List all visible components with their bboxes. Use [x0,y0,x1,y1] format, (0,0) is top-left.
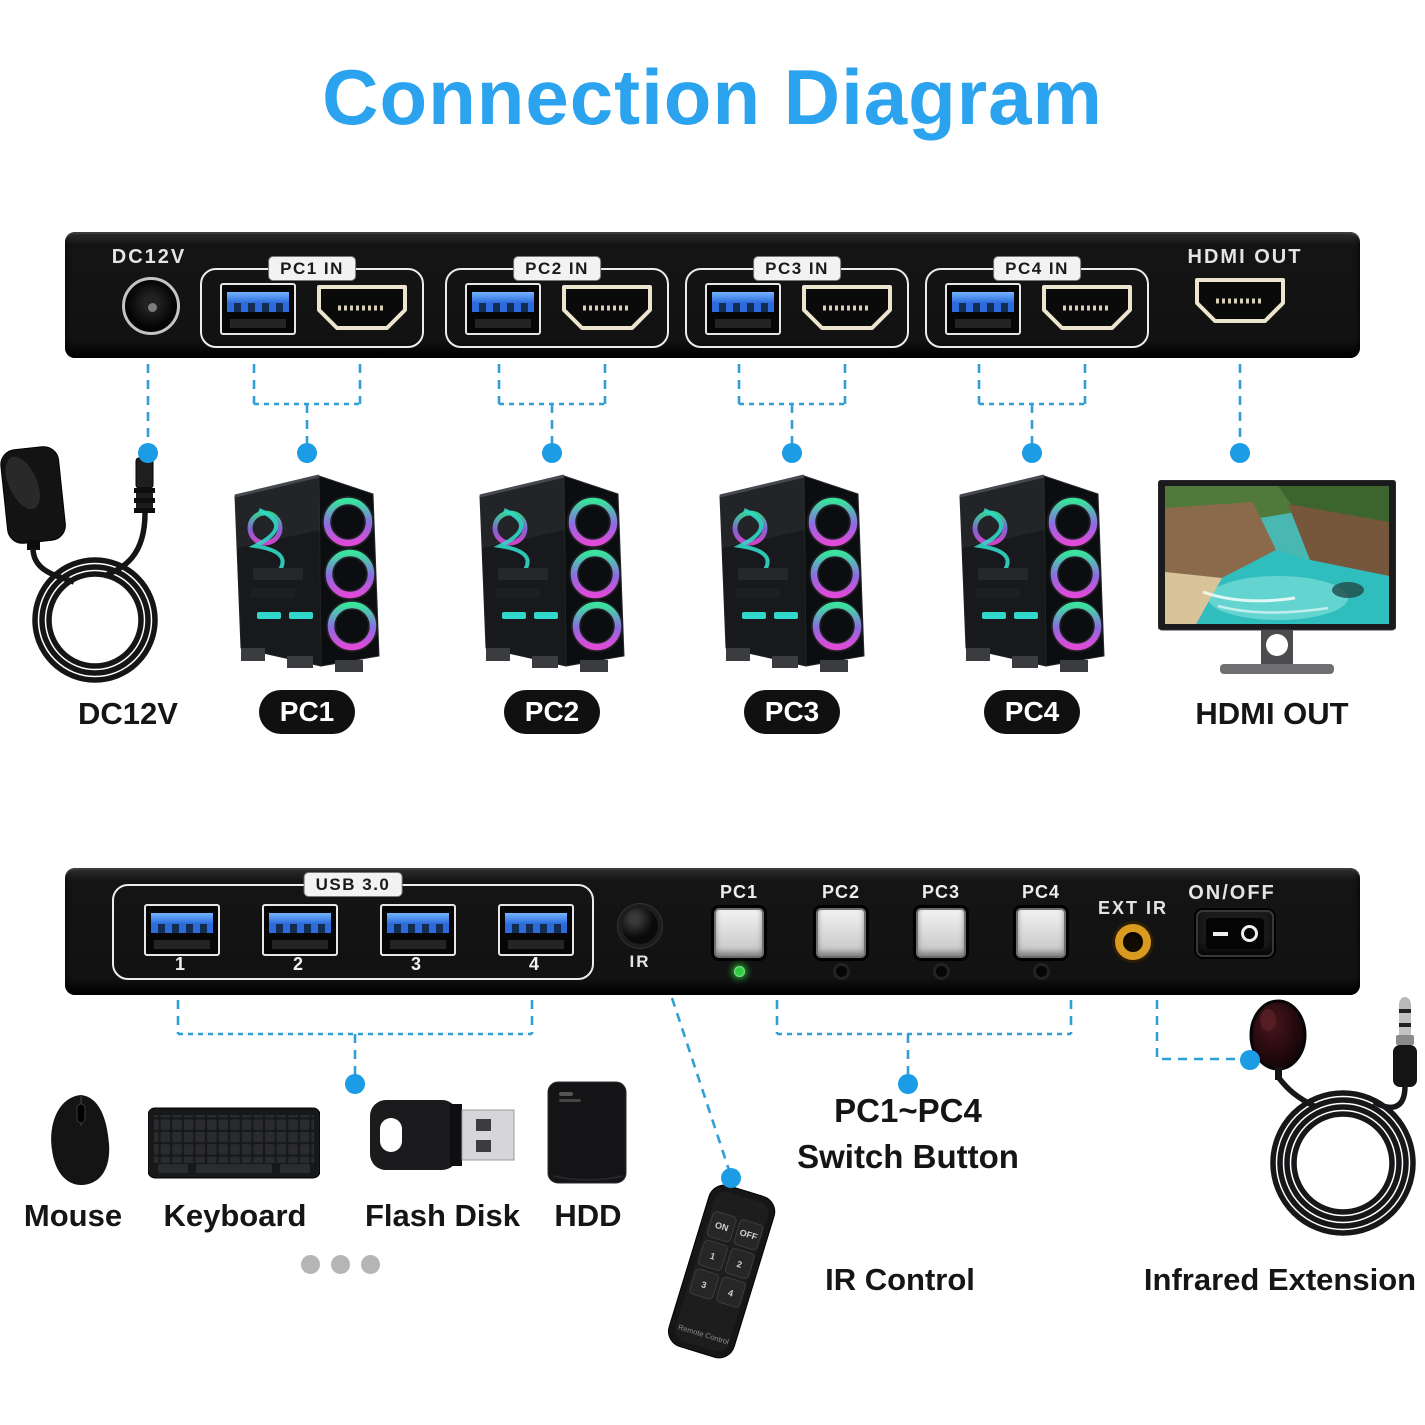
caption-hdd: HDD [554,1198,622,1233]
dc12v-port-label: DC12V [111,246,187,268]
pc3-tower-icon [719,474,865,672]
button-pc1-label: PC1 [719,882,758,902]
ir-receiver [622,908,658,944]
power-on-mark [1212,931,1228,936]
hdd-icon [547,1081,627,1184]
caption-dc12v: DC12V [78,696,178,731]
pc3-usb-port [705,283,781,335]
connector-pc1 [252,364,362,446]
kvm-front-panel: DC12V PC1 IN PC2 IN PC3 IN [65,232,1360,358]
usb-port-4-number: 4 [528,954,539,974]
pc2-in-label: PC2 IN [514,257,600,280]
infrared-eye-icon [1249,999,1307,1080]
pc4-tower-icon [959,474,1105,672]
caption-infrared-extension: Infrared Extension [1143,1262,1417,1297]
usb-port-4 [498,904,574,956]
pc2-led [836,966,847,977]
usb-port-3-number: 3 [410,954,421,974]
pc1-switch-button [714,908,764,958]
audio-plug-icon [1393,997,1417,1087]
connector-switch-buttons [775,1000,1073,1076]
pc3-in-label: PC3 IN [754,257,840,280]
ellipsis-dot [301,1255,320,1274]
infrared-cable-coil-icon [1270,1076,1416,1236]
hdmi-out-port-label: HDMI OUT [1187,246,1303,268]
ext-ir-label: EXT IR [1097,898,1168,918]
caption-ir-control: IR Control [825,1262,975,1297]
pc1-hdmi-port [317,285,407,330]
hdmi-out-port [1195,278,1285,323]
pc2-switch-button [816,908,866,958]
dc-power-jack [122,277,180,335]
ext-ir-jack [1115,924,1151,960]
connector-ext-ir [1155,1000,1240,1061]
usb-port-1-number: 1 [174,954,185,974]
flash-disk-icon [370,1100,515,1170]
button-pc4-label: PC4 [1021,882,1060,902]
pc1-in-label: PC1 IN [269,257,355,280]
caption-pc4: PC4 [984,690,1080,734]
power-off-mark [1240,925,1258,942]
ir-receiver-label: IR [629,952,651,971]
power-switch-label: ON/OFF [1188,882,1276,904]
button-pc3-label: PC3 [921,882,960,902]
pc2-usb-port [465,283,541,335]
usb-port-1 [144,904,220,956]
pc3-led [936,966,947,977]
pc4-in-group: PC4 IN [925,257,1149,348]
pc3-in-group: PC3 IN [685,257,909,348]
pc2-in-group: PC2 IN [445,257,669,348]
ir-remote-icon: ON OFF 1 2 3 4 Remote Control [668,1184,776,1359]
power-adapter-icon [0,446,158,683]
pc4-switch-button [1016,908,1066,958]
switch-caption-line1: PC1~PC4 [834,1092,982,1129]
caption-keyboard: Keyboard [163,1198,307,1233]
power-rocker-switch [1196,910,1274,957]
pc4-usb-port [945,283,1021,335]
pc1-usb-port [220,283,296,335]
caption-pc3: PC3 [744,690,840,734]
kvm-rear-panel: USB 3.0 1 2 3 4 IR PC1 PC2 PC3 PC4 EXT I… [65,868,1360,995]
usb-port-2-number: 2 [292,954,303,974]
connector-usb-devices [176,1000,534,1076]
pc4-in-label: PC4 IN [994,257,1080,280]
connector-pc3 [737,364,847,446]
page-title: Connection Diagram [322,53,1103,141]
pc4-hdmi-port [1042,285,1132,330]
caption-pc1: PC1 [259,690,355,734]
pc2-tower-icon [479,474,625,672]
remote-1-button-label: 1 [709,1251,717,1262]
pc1-led [734,966,745,977]
pc3-hdmi-port [802,285,892,330]
caption-mouse: Mouse [23,1198,123,1233]
caption-flash-disk: Flash Disk [364,1198,521,1233]
pc1-tower-icon [234,474,380,672]
remote-3-button-label: 3 [700,1279,708,1290]
mouse-icon [51,1095,110,1185]
ellipsis-dot [331,1255,350,1274]
pc3-switch-button [916,908,966,958]
caption-hdmi-out: HDMI OUT [1195,696,1349,731]
remote-on-button-label: ON [714,1220,730,1234]
caption-pc2: PC2 [504,690,600,734]
connector-pc4 [977,364,1087,446]
monitor-icon [1158,480,1396,674]
usb-port-3 [380,904,456,956]
ellipsis-dot [361,1255,380,1274]
remote-4-button-label: 4 [727,1288,735,1299]
usb30-group: USB 3.0 1 2 3 4 [112,873,594,980]
remote-2-button-label: 2 [736,1259,744,1270]
pc4-led [1036,966,1047,977]
keyboard-icon [148,1107,320,1179]
button-pc2-label: PC2 [821,882,860,902]
usb30-label: USB 3.0 [304,873,402,896]
pc2-hdmi-port [562,285,652,330]
switch-caption-line2: Switch Button [797,1138,1019,1175]
connector-pc2 [497,364,607,446]
usb-port-2 [262,904,338,956]
pc1-in-group: PC1 IN [200,257,424,348]
connector-ir-remote [670,997,731,1171]
